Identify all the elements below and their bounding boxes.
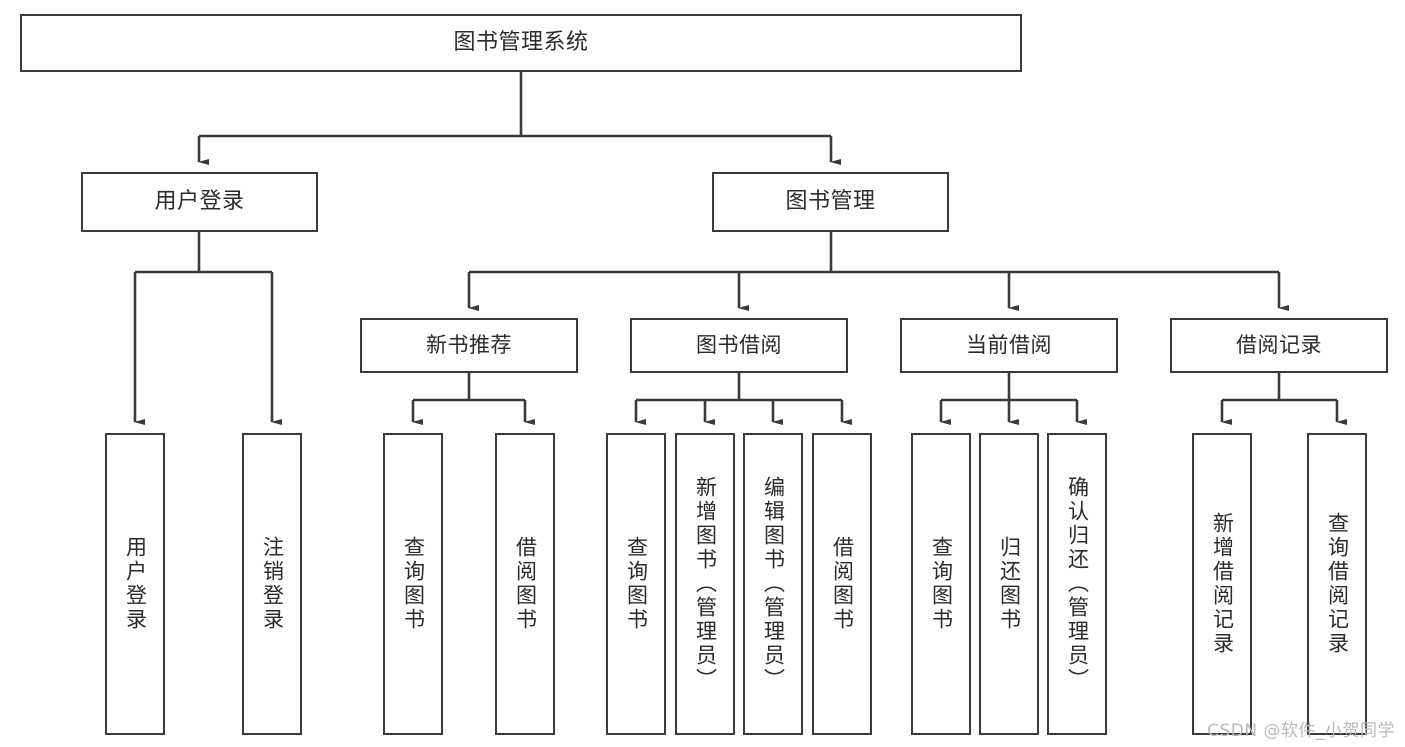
- node-label: 借阅记录: [1236, 333, 1322, 358]
- node-label: 查询图书: [929, 536, 954, 632]
- node-leaf-borrow-book-2[interactable]: 借阅图书: [812, 433, 872, 735]
- node-leaf-borrow-book-1[interactable]: 借阅图书: [495, 433, 555, 735]
- node-label: 新书推荐: [426, 333, 512, 358]
- node-leaf-user-login[interactable]: 用户登录: [105, 433, 165, 735]
- node-borrow-record[interactable]: 借阅记录: [1170, 318, 1388, 373]
- node-leaf-query-book-3[interactable]: 查询图书: [911, 433, 971, 735]
- node-label: 确认归还（管理员）: [1065, 476, 1090, 692]
- node-label: 注销登录: [260, 536, 285, 632]
- node-leaf-query-record[interactable]: 查询借阅记录: [1307, 433, 1367, 735]
- node-label: 图书管理系统: [453, 30, 589, 56]
- node-label: 图书管理: [785, 189, 876, 215]
- node-book-borrow[interactable]: 图书借阅: [630, 318, 848, 373]
- node-label: 当前借阅: [966, 333, 1052, 358]
- node-new-book-recommend[interactable]: 新书推荐: [360, 318, 578, 373]
- node-leaf-add-record[interactable]: 新增借阅记录: [1192, 433, 1252, 735]
- node-leaf-query-book-2[interactable]: 查询图书: [606, 433, 666, 735]
- node-label: 新增借阅记录: [1210, 512, 1235, 656]
- node-label: 查询借阅记录: [1325, 512, 1350, 656]
- node-label: 用户登录: [154, 189, 245, 215]
- node-label: 用户登录: [123, 536, 148, 632]
- node-label: 编辑图书（管理员）: [761, 476, 786, 692]
- node-label: 借阅图书: [830, 536, 855, 632]
- node-leaf-logout[interactable]: 注销登录: [242, 433, 302, 735]
- node-leaf-add-book[interactable]: 新增图书（管理员）: [675, 433, 735, 735]
- csdn-watermark: CSDN @软件_小贺同学: [1207, 721, 1395, 741]
- node-label: 借阅图书: [513, 536, 538, 632]
- node-book-manage[interactable]: 图书管理: [712, 172, 949, 232]
- node-label: 查询图书: [624, 536, 649, 632]
- node-leaf-return-book[interactable]: 归还图书: [979, 433, 1039, 735]
- node-label: 图书借阅: [696, 333, 782, 358]
- node-leaf-edit-book[interactable]: 编辑图书（管理员）: [743, 433, 803, 735]
- node-label: 归还图书: [997, 536, 1022, 632]
- node-user-login[interactable]: 用户登录: [81, 172, 318, 232]
- node-label: 查询图书: [401, 536, 426, 632]
- node-leaf-confirm-return[interactable]: 确认归还（管理员）: [1047, 433, 1107, 735]
- node-root-system[interactable]: 图书管理系统: [20, 14, 1022, 72]
- node-leaf-query-book-1[interactable]: 查询图书: [383, 433, 443, 735]
- node-label: 新增图书（管理员）: [693, 476, 718, 692]
- node-current-borrow[interactable]: 当前借阅: [900, 318, 1118, 373]
